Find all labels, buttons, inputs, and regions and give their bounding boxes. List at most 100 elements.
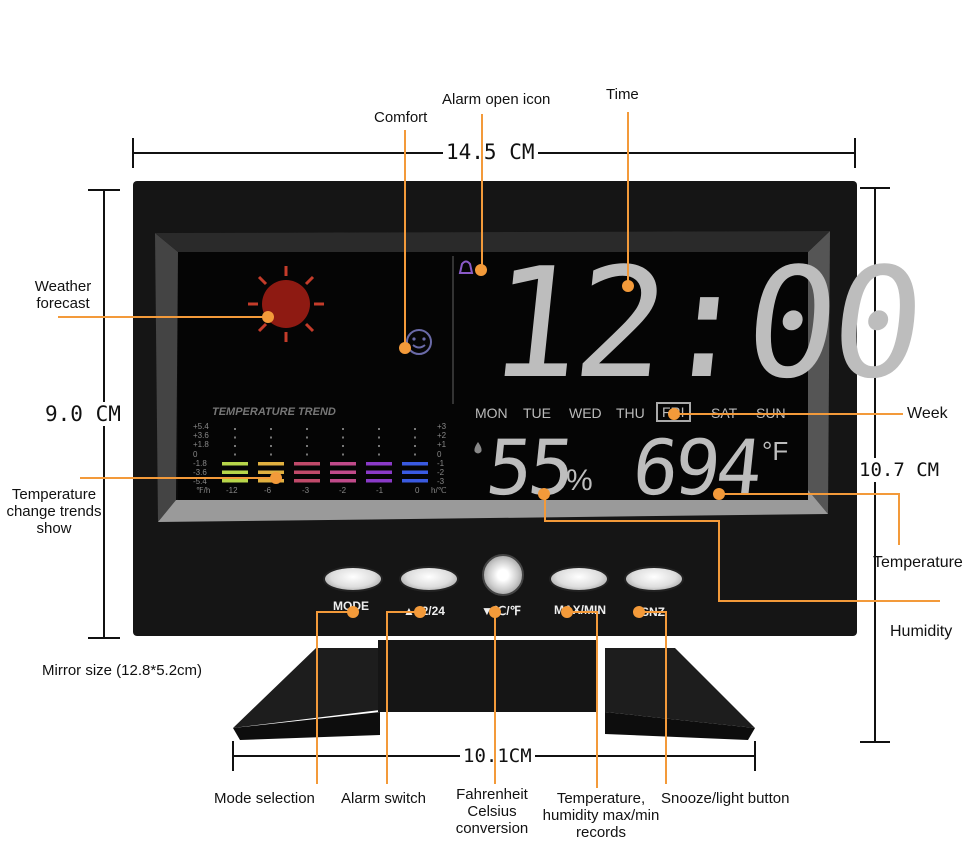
trend-bar-segment [366, 462, 392, 466]
trend-axis-label: -6 [264, 486, 272, 495]
trend-axis-label: 0 [415, 486, 420, 495]
weather-forecast-marker [262, 311, 274, 323]
snooze-leader [665, 612, 667, 784]
screen-divider [452, 256, 454, 404]
alarm-12-24-button[interactable] [399, 566, 459, 592]
trend-dot [270, 445, 272, 447]
humidity-unit: % [566, 464, 593, 497]
day-wed: WED [569, 405, 602, 421]
trend-bar-segment [294, 479, 320, 483]
f-c-leader [494, 612, 496, 784]
trend-left-tick: +5.4 [193, 422, 209, 431]
trend-axis-label: -2 [339, 486, 347, 495]
trend-left-tick: 0 [193, 449, 198, 459]
trend-left-scale: +5.4 +3.6 +1.8 0 -1.8 -3.6 -5.4 [193, 422, 215, 486]
max-min-leader [596, 612, 598, 788]
width-dim-tick-left [132, 138, 134, 168]
trend-bar-segment [258, 470, 284, 474]
trend-bar-segment [330, 479, 356, 483]
light-sensor [482, 554, 524, 596]
base-dim-tick-right [754, 741, 756, 771]
label-f-c-conversion: Fahrenheit Celsius conversion [455, 786, 529, 837]
comfort-leader [404, 130, 406, 348]
trend-right-unit: h/℃ [431, 486, 447, 495]
trend-axis-label: -12 [226, 486, 238, 495]
trend-bar-segment [366, 470, 392, 474]
trend-dot [234, 445, 236, 447]
trend-left-unit: ℉/h [196, 486, 211, 495]
trend-right-tick: 0 [437, 449, 442, 459]
label-mode-selection: Mode selection [214, 790, 315, 807]
trend-axis-label: -3 [302, 486, 310, 495]
trend-dot [270, 428, 272, 430]
trend-left-tick: +3.6 [193, 431, 209, 441]
trend-bar-segment [366, 479, 392, 483]
trend-dot [234, 436, 236, 439]
temperature-leader-h [718, 493, 900, 495]
trend-bar-segment [222, 462, 248, 466]
temperature-unit: °F [762, 436, 789, 466]
trend-dot [378, 445, 380, 447]
trend-dot [342, 436, 344, 439]
trend-dot [378, 428, 380, 430]
week-marker [668, 408, 680, 420]
day-tue: TUE [523, 405, 551, 421]
humidity-drop-icon [474, 442, 482, 454]
trend-right-tick: -1 [437, 458, 445, 468]
depth-dim-tick-top [860, 187, 890, 189]
max-min-button[interactable] [549, 566, 609, 592]
time-display: 12:00 [480, 235, 927, 412]
day-mon: MON [475, 405, 508, 421]
comfort-marker [399, 342, 411, 354]
trend-axis-label: -1 [376, 486, 384, 495]
trend-bar-segment [294, 470, 320, 474]
mode-button[interactable] [323, 566, 383, 592]
trend-right-tick: +2 [437, 431, 447, 441]
sun-icon [248, 266, 324, 342]
week-leader [673, 413, 903, 415]
trend-right-scale: +3 +2 +1 0 -1 -2 -3 [437, 422, 451, 486]
snooze-leader-h [638, 611, 667, 613]
trend-left-tick: -1.8 [193, 458, 207, 468]
trend-right-tick: +1 [437, 440, 447, 450]
alarm-icon-leader [481, 114, 483, 270]
temp-trend-marker [270, 472, 282, 484]
label-comfort: Comfort [374, 109, 428, 126]
trend-dot [306, 428, 308, 430]
label-snooze-light: Snooze/light button [661, 790, 790, 807]
temperature-marker [713, 488, 725, 500]
temperature-leader-v [898, 493, 900, 545]
trend-dot [270, 453, 272, 456]
trend-bar-segment [294, 462, 320, 466]
humidity-value: 55 [482, 423, 576, 512]
time-marker [622, 280, 634, 292]
label-week: Week [907, 405, 948, 422]
max-min-leader-h [566, 611, 598, 613]
label-humidity: Humidity [890, 623, 953, 640]
trend-dot [342, 453, 344, 456]
depth-dim-tick-bottom [860, 741, 890, 743]
width-dimension-label: 14.5 CM [443, 140, 538, 164]
humidity-leader-v1 [544, 494, 546, 522]
mode-marker [347, 606, 359, 618]
snooze-light-button[interactable] [624, 566, 684, 592]
trend-dot [342, 428, 344, 430]
trend-left-tick: -3.6 [193, 468, 207, 478]
label-alarm-switch: Alarm switch [341, 790, 427, 807]
trend-bar-segment [402, 470, 428, 474]
alarm-bell-icon [458, 260, 474, 274]
trend-dot [414, 428, 416, 430]
humidity-leader-h2 [718, 600, 940, 602]
humidity-leader-v2 [718, 520, 720, 602]
mode-leader-h [316, 611, 354, 613]
trend-dot [306, 436, 308, 439]
base-dim-tick-left [232, 741, 234, 771]
trend-dot [270, 436, 272, 439]
label-weather-forecast: Weather forecast [34, 278, 92, 312]
trend-bar-segment [258, 462, 284, 466]
trend-right-tick: -3 [437, 477, 445, 487]
alarm-switch-leader-v [386, 612, 388, 784]
trend-bars [222, 428, 428, 483]
label-mirror-size: Mirror size (12.8*5.2cm) [42, 662, 203, 679]
